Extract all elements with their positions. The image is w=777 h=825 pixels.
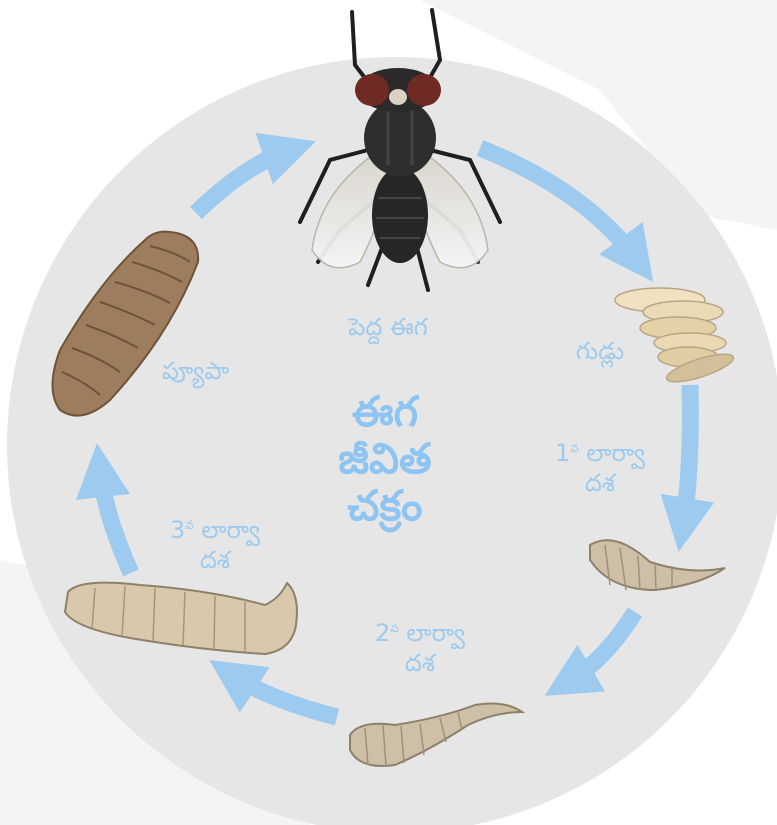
title-line-1: ఈగ [300, 388, 470, 435]
larva2-superscript: వ [390, 621, 399, 635]
label-pupa: ప్యూపా [148, 356, 243, 386]
larva3-line2: దశ [145, 545, 285, 575]
diagram-title: ఈగ జీవిత చక్రం [300, 388, 470, 529]
larva3-superscript: వ [185, 518, 194, 532]
larva2-line2: దశ [350, 648, 490, 678]
larva2-number: 2 [375, 619, 390, 647]
larva3-number: 3 [170, 516, 185, 544]
larva1-line2: దశ [530, 468, 670, 498]
title-line-2: జీవిత [300, 435, 470, 482]
label-larva-stage2: 2వ లార్వా దశ [350, 618, 490, 678]
title-line-3: చక్రం [300, 482, 470, 529]
label-larva-stage3: 3వ లార్వా దశ [145, 515, 285, 575]
label-adult-fly: పెద్ద ఈగ [318, 312, 458, 342]
larva1-line1: లార్వా [586, 439, 645, 467]
label-larva-stage1: 1వ లార్వా దశ [530, 438, 670, 498]
label-eggs: గుడ్లు [555, 336, 645, 366]
larva1-number: 1 [555, 439, 570, 467]
larva2-line1: లార్వా [406, 619, 465, 647]
arrow-eggs-to-larva1 [683, 385, 690, 525]
larva1-superscript: వ [570, 441, 579, 455]
larva3-line1: లార్వా [201, 516, 260, 544]
